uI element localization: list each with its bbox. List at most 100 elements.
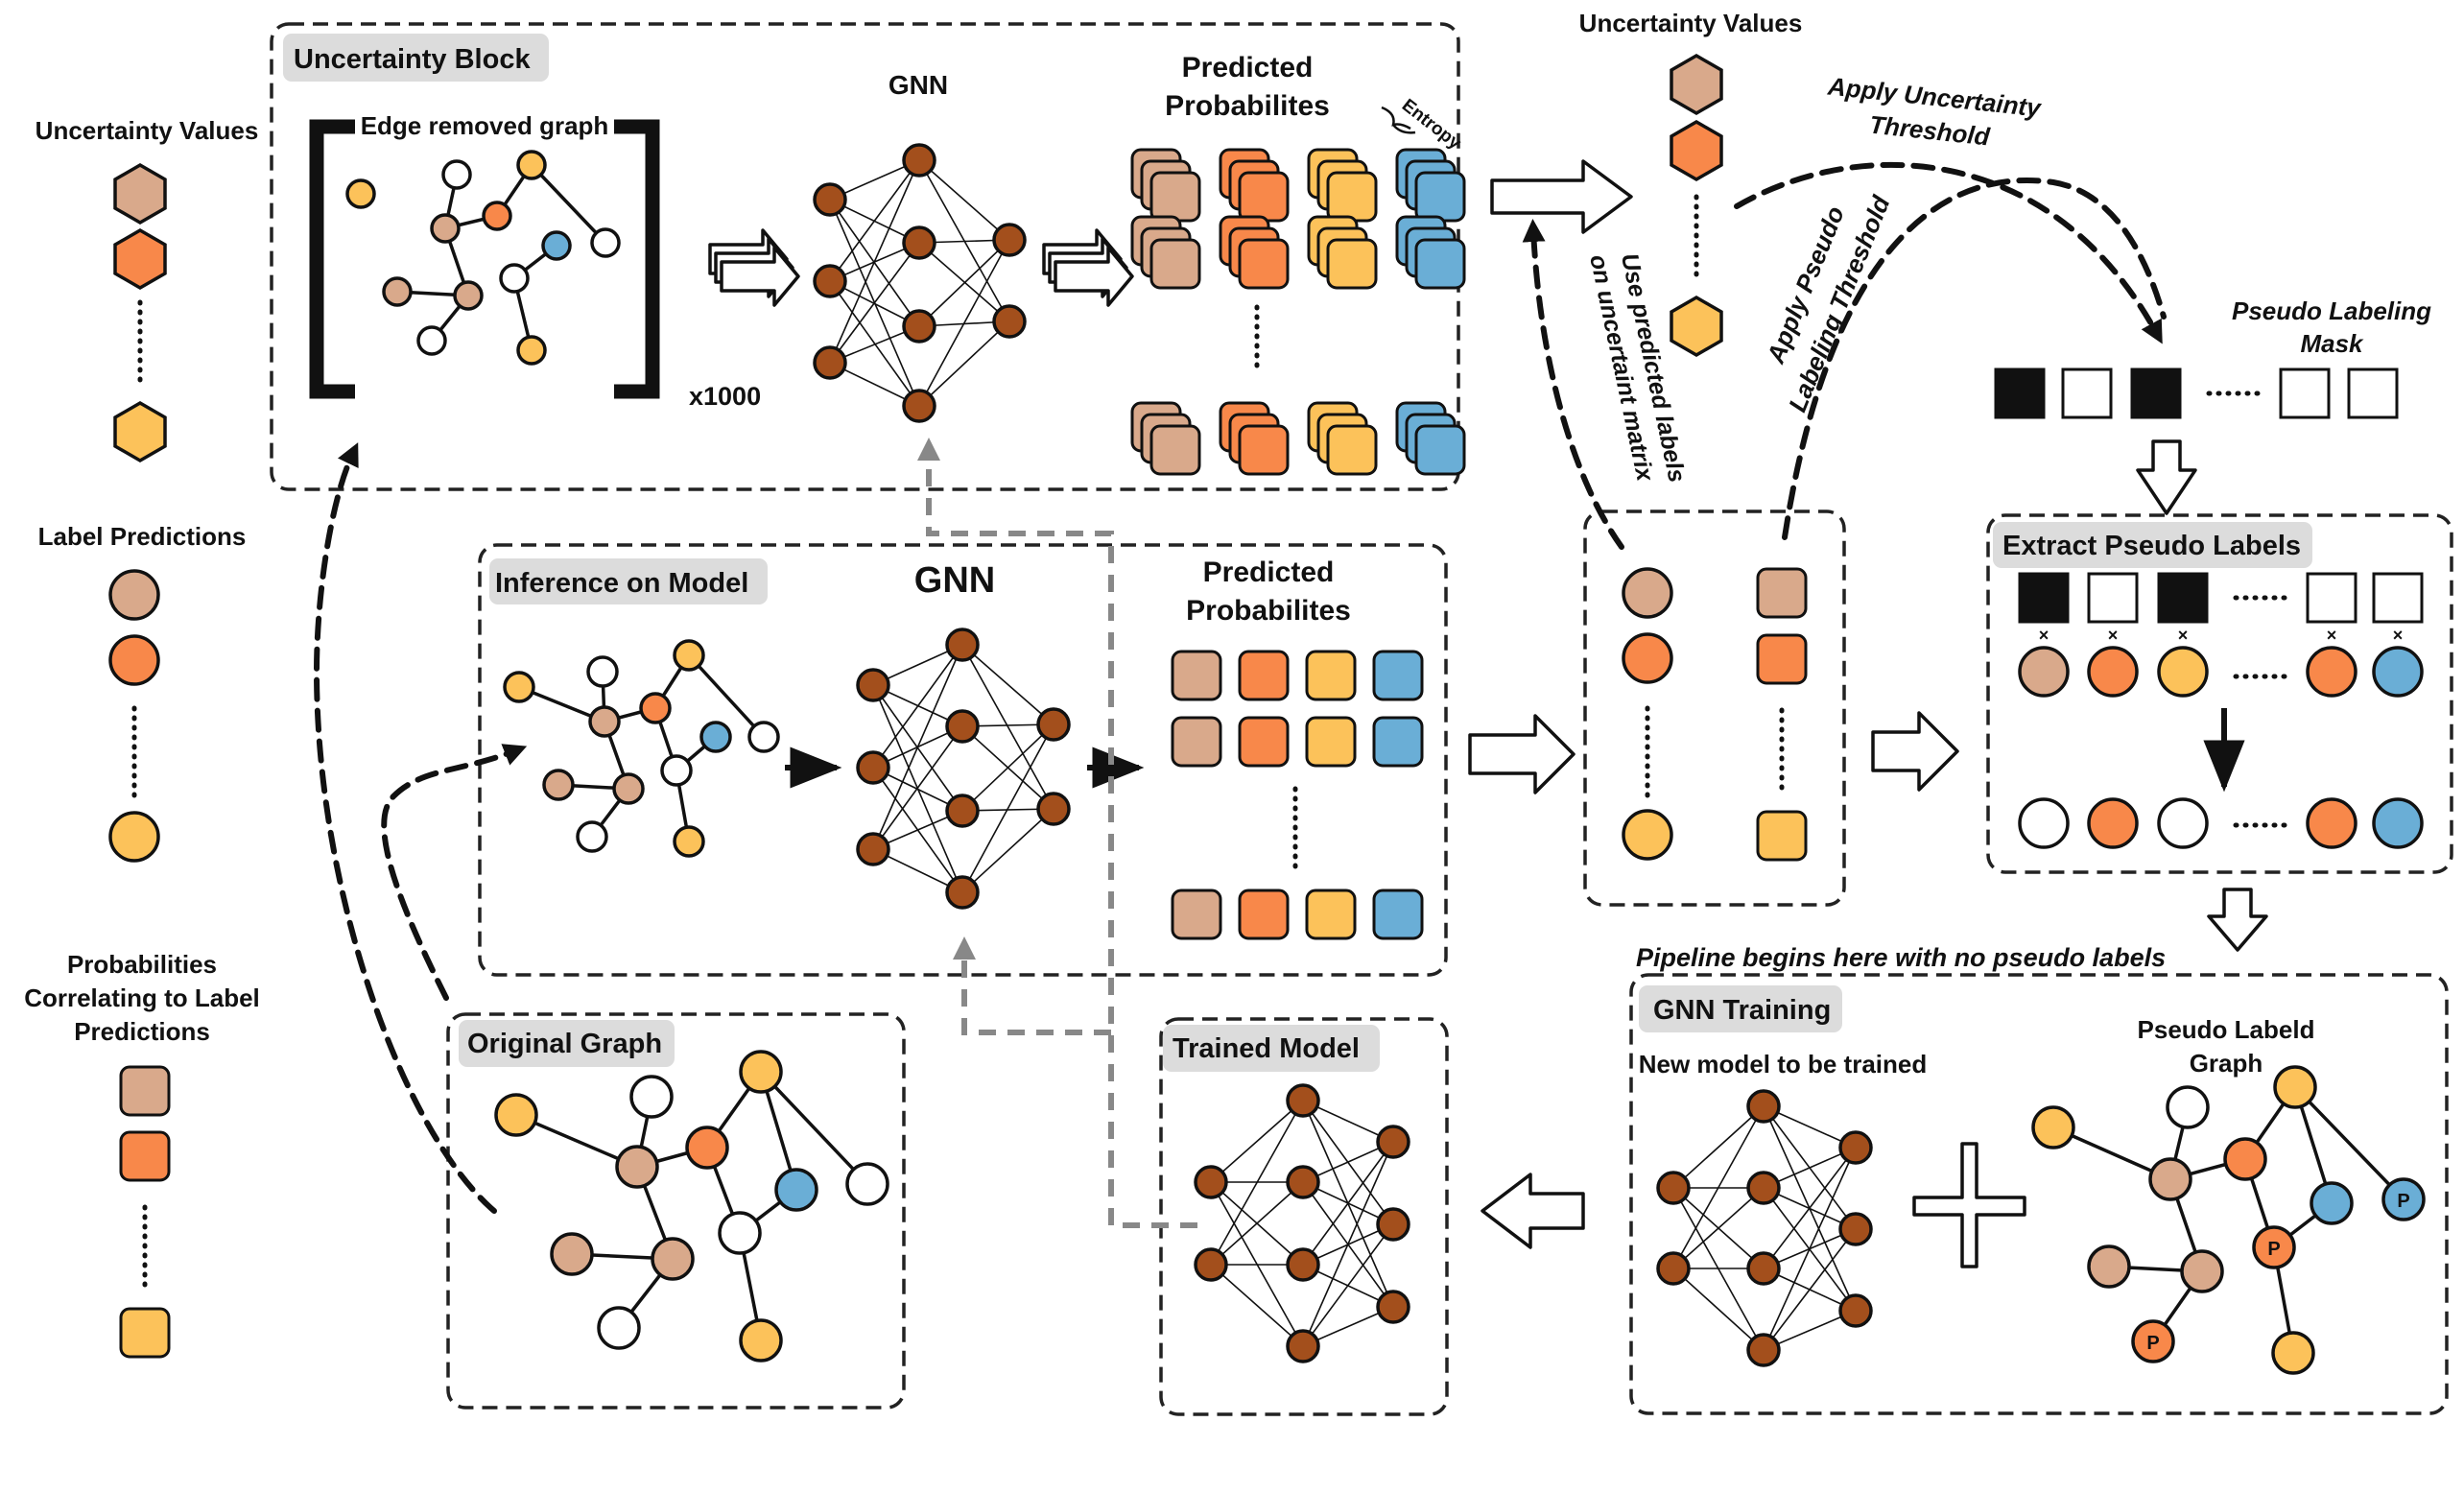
nn-neuron [856, 750, 890, 785]
nn-connection [1762, 1147, 1857, 1271]
pseudo-graph-label-1: Pseudo Labeld [2138, 1015, 2315, 1044]
nn-neuron [1194, 1165, 1228, 1199]
pseudo-marker: P [2146, 1333, 2159, 1354]
triple-arrow-1 [708, 228, 800, 307]
graph-node [612, 772, 645, 805]
nn-connection [1762, 1228, 1857, 1353]
uncertainty-values-right: Uncertainty Values [1579, 9, 1803, 37]
nn-connection [961, 722, 1056, 812]
new-model-network [1656, 1089, 1873, 1367]
uncertainty-hexagon-orange [1670, 119, 1723, 182]
graph-node [718, 1211, 762, 1255]
pseudo-labeled-graph: P P P [2031, 1065, 2426, 1375]
nn-connection [829, 157, 921, 282]
pseudo-node [2252, 1225, 2296, 1269]
legend-probabilities-1: Probabilities [67, 950, 217, 979]
triple-arrow-2 [1042, 228, 1134, 307]
graph-node [430, 213, 461, 244]
nn-connection [961, 806, 1056, 893]
prob-square [1238, 238, 1290, 290]
legend-probabilities-2: Correlating to Label [24, 983, 260, 1012]
graph-node [615, 1145, 659, 1189]
nn-connection [829, 240, 921, 364]
nn-connection [1301, 1141, 1394, 1268]
nn-connection [1301, 1141, 1394, 1349]
graph-node [651, 1237, 695, 1281]
prob-square-yellow [119, 1307, 171, 1359]
apply-uncertainty-1: Apply Uncertainty [1826, 71, 2044, 122]
nn-connection [1209, 1100, 1304, 1268]
nn-connection [1670, 1105, 1765, 1191]
nn-neuron [1656, 1171, 1691, 1205]
graph-node [660, 754, 693, 787]
uncertainty-block-title: Uncertainty Block [294, 44, 531, 75]
graph-node [2310, 1181, 2354, 1225]
label-circle-yellow [2157, 646, 2209, 698]
graph-node [542, 769, 575, 801]
uncertainty-hexagon-orange [113, 227, 167, 291]
pseudo-graph-label-2: Graph [2190, 1049, 2263, 1078]
graph-node [590, 227, 621, 258]
graph-node [516, 335, 547, 366]
nn-neuron [1286, 1165, 1320, 1199]
extract-title: Extract Pseudo Labels [2002, 531, 2301, 561]
uncertainty-hexagon-tan [113, 162, 167, 225]
label-circle-tan [2018, 646, 2070, 698]
nn-neuron [1746, 1089, 1781, 1124]
original-graph-tag [459, 1020, 675, 1067]
nn-connection [961, 722, 1055, 893]
graph-node [2148, 1157, 2192, 1201]
nn-neuron [1036, 792, 1071, 826]
prob-square [1305, 889, 1357, 940]
trained-model-feed-mid [953, 936, 1111, 1035]
prob-square [1149, 171, 1201, 223]
pred-prob-mid-2: Probabilites [1186, 595, 1351, 627]
graph-node [673, 825, 705, 858]
nn-connection [961, 644, 1056, 727]
prob-square [1171, 716, 1222, 768]
nn-connection [1208, 1100, 1304, 1185]
pseudo-mask-2: Mask [2300, 329, 2364, 358]
nn-neuron [945, 628, 980, 662]
prob-square [1326, 424, 1378, 476]
mask-cell-filled [1994, 367, 2046, 419]
inference-graph [503, 639, 780, 858]
label-circle-orange [2306, 646, 2357, 698]
label-circle-orange [2306, 797, 2357, 849]
nn-connection [1208, 1181, 1304, 1268]
graph-node [441, 159, 472, 190]
graph-node [499, 263, 530, 294]
prob-square [1171, 650, 1222, 701]
prob-square [1414, 171, 1466, 223]
pred-prob-title-2: Probabilites [1165, 90, 1330, 122]
trained-model-title: Trained Model [1173, 1033, 1360, 1064]
graph-node [503, 671, 535, 703]
prob-square [1149, 424, 1201, 476]
original-graph [494, 1050, 889, 1363]
prob-square [1238, 889, 1290, 940]
mask-cell-empty [2061, 367, 2113, 419]
prob-square [1238, 171, 1290, 223]
prob-square-tan [1756, 567, 1808, 619]
label-circle-empty [2157, 797, 2209, 849]
nn-neuron [1286, 1329, 1320, 1363]
gnn-training-title: GNN Training [1653, 995, 1831, 1026]
prob-square [1149, 238, 1201, 290]
big-arrow-right-mid [1468, 714, 1576, 794]
uncertainty-hexagon-yellow [113, 400, 167, 463]
graph-node [673, 639, 705, 672]
prob-square [1305, 650, 1357, 701]
label-circle-orange [2087, 797, 2139, 849]
graph-node [2273, 1065, 2317, 1109]
nn-neuron [1838, 1212, 1873, 1246]
graph-node [541, 230, 572, 261]
graph-node [550, 1232, 594, 1276]
graph-node [639, 692, 672, 724]
nn-connection [872, 642, 964, 769]
gnn-network-top [813, 143, 1027, 423]
big-arrow-left [1481, 1173, 1585, 1249]
label-circle-yellow [1622, 809, 1673, 861]
inference-title: Inference on Model [495, 568, 748, 599]
repeat-label: x1000 [689, 382, 761, 411]
graph-node [2166, 1085, 2210, 1129]
